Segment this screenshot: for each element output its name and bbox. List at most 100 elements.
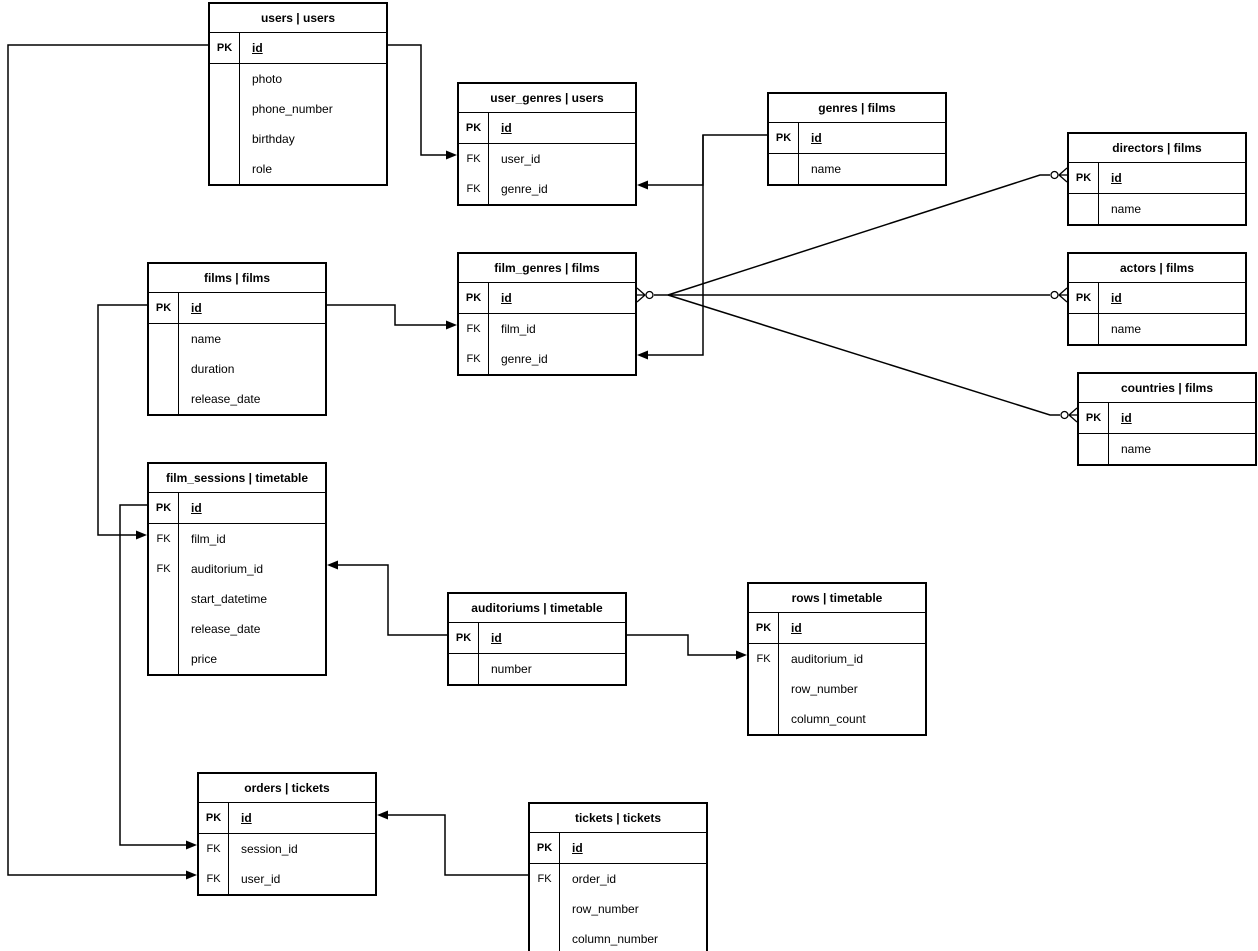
field-name: role <box>252 162 273 176</box>
entity-field-row[interactable]: phone_number <box>210 94 386 124</box>
entity-title: users | users <box>210 4 386 33</box>
connector-line[interactable] <box>646 134 767 186</box>
entity-field-row[interactable]: name <box>1069 194 1245 224</box>
connector-line[interactable] <box>667 294 1060 416</box>
connector-line[interactable] <box>327 304 448 326</box>
entity-field-row[interactable]: column_number <box>530 924 706 951</box>
key-badge: PK <box>149 493 179 523</box>
connector-line[interactable] <box>119 504 188 846</box>
relationship-auditoriums.id-to-film_sessions.auditorium_id[interactable] <box>327 560 447 636</box>
connector-line[interactable] <box>646 135 704 356</box>
field-name: genre_id <box>501 182 548 196</box>
entity-field-row[interactable]: photo <box>210 64 386 94</box>
entity-field-row[interactable]: row_number <box>530 894 706 924</box>
entity-field-row[interactable]: role <box>210 154 386 184</box>
entity-field-row[interactable]: name <box>1069 314 1245 344</box>
entity-field-row[interactable]: name <box>1079 434 1255 464</box>
relationship-film_sessions.id-to-orders.session_id[interactable] <box>119 504 197 850</box>
connector-line[interactable] <box>386 814 528 876</box>
relationship-auditoriums.id-to-rows.auditorium_id[interactable] <box>627 634 747 660</box>
entity-field-row[interactable]: price <box>149 644 325 674</box>
zero-many-circle <box>1050 290 1059 300</box>
connector-line[interactable] <box>667 174 1050 296</box>
field-name: user_id <box>501 152 541 166</box>
entity-field-row[interactable]: release_date <box>149 384 325 414</box>
field-name: duration <box>191 362 235 376</box>
connector-line[interactable] <box>388 44 448 156</box>
connector-line[interactable] <box>336 564 447 636</box>
key-badge <box>449 654 479 684</box>
entity-field-row[interactable]: row_number <box>749 674 925 704</box>
entity-field-row[interactable]: name <box>149 324 325 354</box>
entity-field-row[interactable]: birthday <box>210 124 386 154</box>
field-name: film_id <box>191 532 226 546</box>
entity-field-row[interactable]: column_count <box>749 704 925 734</box>
relationship-films.id-to-film_sessions.film_id[interactable] <box>97 304 147 540</box>
relationship-users.id-to-orders.user_id[interactable] <box>7 44 208 880</box>
connector-line[interactable] <box>627 634 738 656</box>
relationship-fan-junction-to-actors.id[interactable] <box>668 287 1068 303</box>
connector-line[interactable] <box>97 304 147 536</box>
entity-field-row[interactable]: name <box>769 154 945 184</box>
entity-title: countries | films <box>1079 374 1255 403</box>
connector-line[interactable] <box>7 44 208 876</box>
relationship-film_genres.id-to-fan-junction[interactable] <box>636 287 668 303</box>
relationship-fan-junction-to-countries.id[interactable] <box>667 294 1078 423</box>
entity-field-row[interactable]: duration <box>149 354 325 384</box>
relationship-genres.id-to-user_genres.genre_id[interactable] <box>637 134 767 190</box>
field-name: column_count <box>791 712 866 726</box>
relationship-fan-junction-to-directors.id[interactable] <box>667 167 1068 296</box>
entity-title: film_genres | films <box>459 254 635 283</box>
relationship-films.id-to-film_genres.film_id[interactable] <box>327 304 457 330</box>
relationship-genres.id-to-film_genres.genre_id[interactable] <box>637 135 704 360</box>
key-badge <box>149 384 179 414</box>
relationship-tickets.order_id-to-orders.id[interactable] <box>377 810 528 876</box>
key-badge: PK <box>199 803 229 833</box>
entity-field-row[interactable]: release_date <box>149 614 325 644</box>
relationship-users.id-to-user_genres.user_id[interactable] <box>388 44 457 160</box>
entity-field-row[interactable]: number <box>449 654 625 684</box>
key-badge: PK <box>149 293 179 323</box>
field-name: id <box>491 631 502 645</box>
entity-field-row[interactable]: start_datetime <box>149 584 325 614</box>
